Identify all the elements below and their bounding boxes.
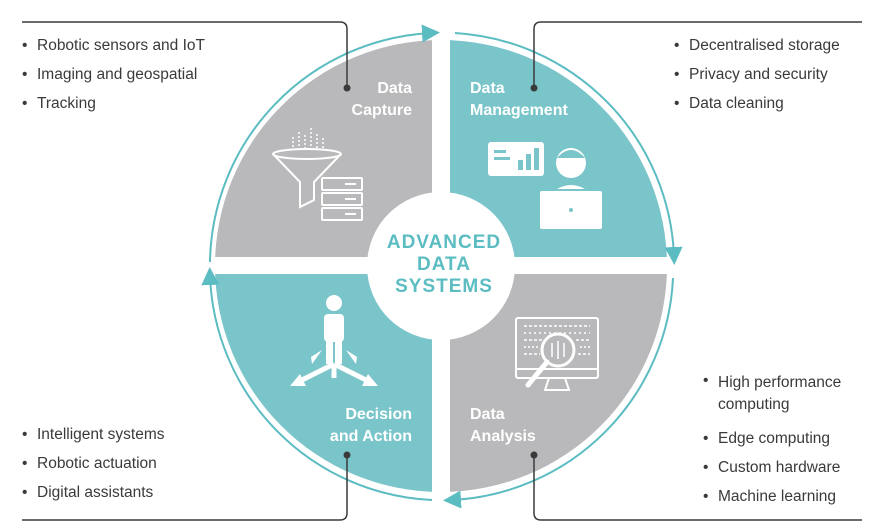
label-data-capture: Data Capture xyxy=(330,78,412,122)
list-item: Data cleaning xyxy=(674,89,840,118)
list-item: Decentralised storage xyxy=(674,31,840,60)
connector-dot-capture xyxy=(343,84,351,92)
list-item: Robotic sensors and IoT xyxy=(22,31,205,60)
label-data-management: Data Management xyxy=(470,78,610,122)
list-item: High performance computing xyxy=(703,370,878,424)
list-item: Digital assistants xyxy=(22,478,165,507)
center-title: ADVANCED DATA SYSTEMS xyxy=(370,232,518,298)
list-bottom-left: Intelligent systems Robotic actuation Di… xyxy=(22,420,165,507)
connector-top-right xyxy=(533,21,862,88)
list-item: Tracking xyxy=(22,89,205,118)
label-data-capture-line1: Data xyxy=(377,80,412,97)
label-data-capture-line2: Capture xyxy=(351,102,412,119)
label-data-management-line1: Data xyxy=(470,80,505,97)
label-decision-action-line2: and Action xyxy=(329,428,412,445)
list-item: Edge computing xyxy=(703,424,878,453)
connector-bottom-left xyxy=(22,455,348,521)
label-decision-action: Decision and Action xyxy=(300,404,412,448)
center-title-line1: ADVANCED xyxy=(386,232,502,253)
connector-dot-decision xyxy=(343,451,351,459)
list-item: Machine learning xyxy=(703,482,878,511)
connector-top-left xyxy=(22,21,348,88)
funnel-server-icon xyxy=(272,128,363,221)
cycle-ring xyxy=(201,24,683,509)
center-circle xyxy=(367,192,515,340)
connector-dot-analysis xyxy=(530,451,538,459)
ring-arrow-left xyxy=(201,267,433,501)
connector-bottom-right xyxy=(533,455,862,521)
list-bottom-right: High performance computing Edge computin… xyxy=(703,370,878,511)
center-title-line2: DATA xyxy=(417,254,471,275)
center-title-line3: SYSTEMS xyxy=(395,276,493,297)
ring-arrow-right xyxy=(454,32,683,265)
list-item: Imaging and geospatial xyxy=(22,60,205,89)
monitor-magnifier-icon xyxy=(515,317,599,391)
ring-arrow-top xyxy=(209,24,440,263)
label-decision-action-line1: Decision xyxy=(345,406,412,423)
person-crossroads-icon xyxy=(290,295,378,386)
ring-arrow-bottom xyxy=(443,277,674,509)
list-top-left: Robotic sensors and IoT Imaging and geos… xyxy=(22,31,205,118)
list-item: Privacy and security xyxy=(674,60,840,89)
list-item: Intelligent systems xyxy=(22,420,165,449)
list-top-right: Decentralised storage Privacy and securi… xyxy=(674,31,840,118)
list-item: Robotic actuation xyxy=(22,449,165,478)
label-data-analysis: Data Analysis xyxy=(470,404,570,448)
person-laptop-chart-icon xyxy=(488,142,604,231)
list-item: Custom hardware xyxy=(703,453,878,482)
label-data-analysis-line1: Data xyxy=(470,406,505,423)
label-data-analysis-line2: Analysis xyxy=(470,428,536,445)
connector-dot-management xyxy=(530,84,538,92)
label-data-management-line2: Management xyxy=(470,102,568,119)
